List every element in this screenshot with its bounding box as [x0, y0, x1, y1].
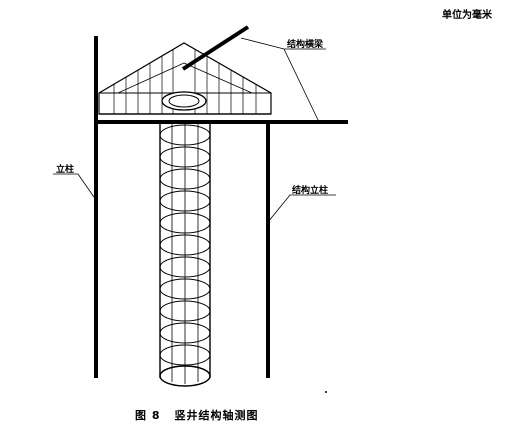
shaft-cylinder [159, 122, 211, 387]
label-post: 立柱 [56, 165, 75, 175]
label-structural-post: 结构立柱 [292, 186, 329, 196]
stray-dot [325, 391, 327, 393]
roof-outline [98, 42, 272, 115]
cage-rings [159, 124, 211, 366]
figure-caption: 图 8 竖井结构轴测图 [129, 407, 258, 423]
roof-frame [98, 42, 272, 115]
unit-note: 单位为毫米 [442, 10, 492, 21]
leader-structural-post [267, 194, 336, 223]
roof-slats [113, 49, 257, 114]
figure-number: 图 8 [135, 409, 161, 422]
leader-lines [53, 37, 336, 223]
label-structural-beam: 结构横梁 [287, 40, 324, 50]
leader-post [53, 173, 97, 201]
figure-title: 竖井结构轴测图 [174, 409, 259, 422]
leader-beam [283, 48, 326, 123]
cylinder-bottom [159, 365, 211, 387]
diagonal-beam [181, 25, 250, 71]
shaft-opening-inner [168, 94, 200, 108]
